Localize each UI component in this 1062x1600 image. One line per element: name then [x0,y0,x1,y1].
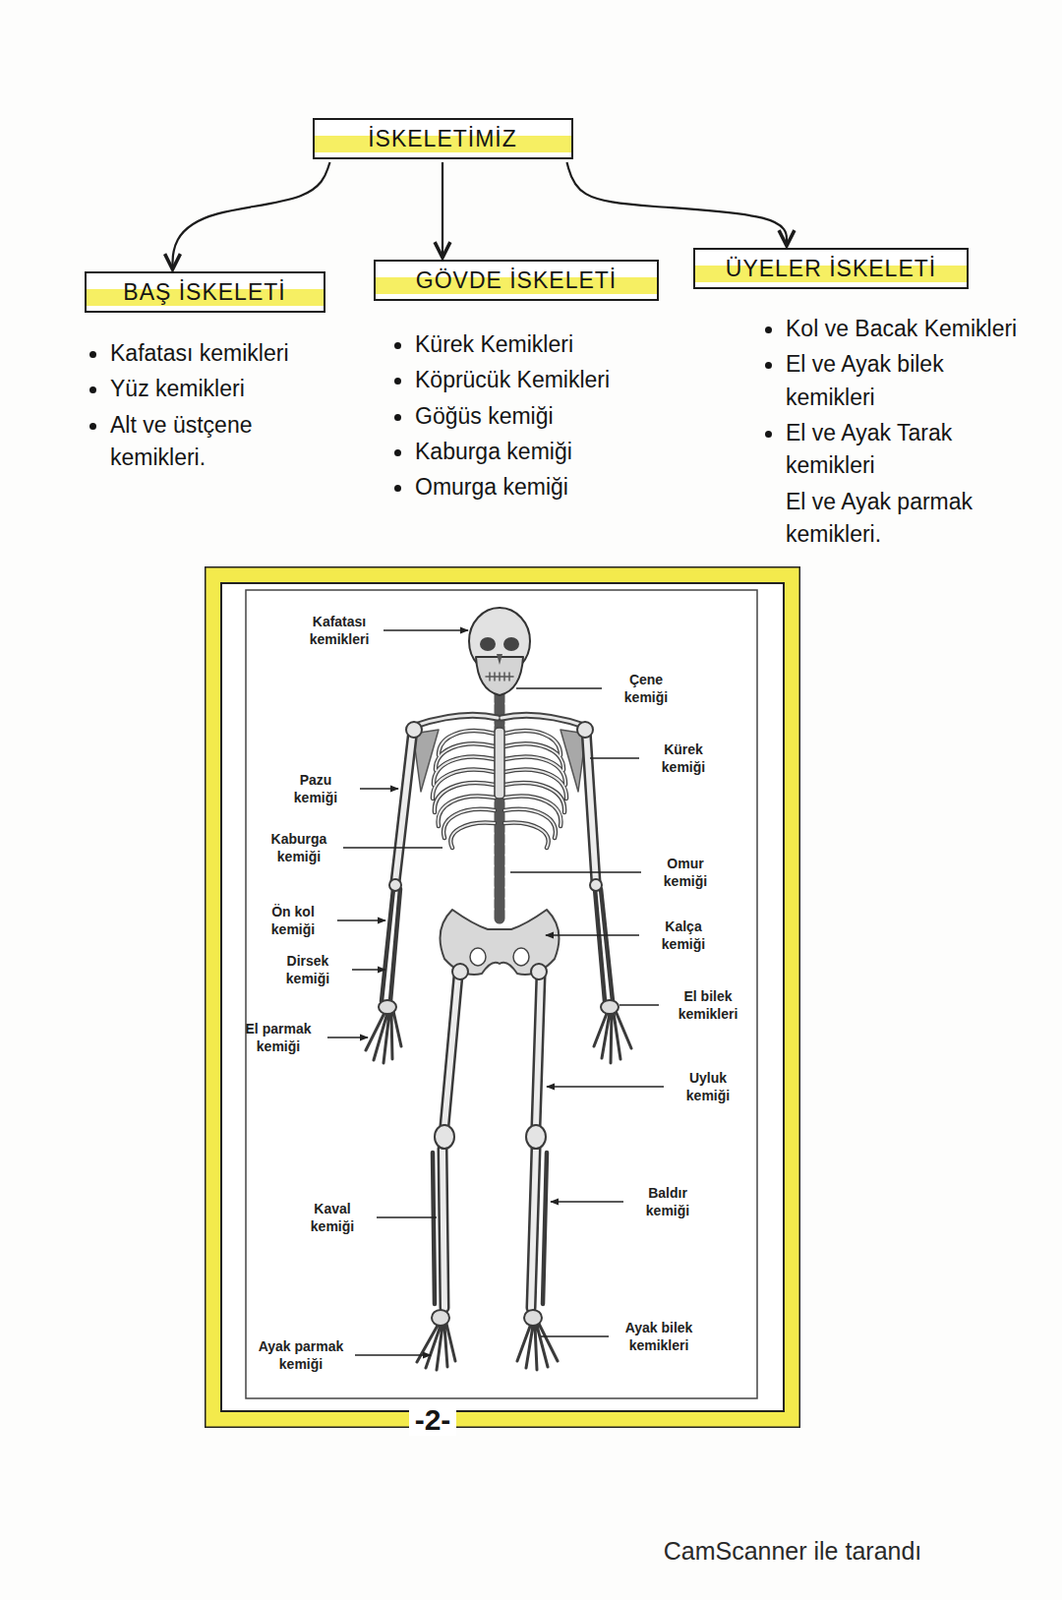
category-box: GÖVDE İSKELETİ [373,259,659,301]
bone-label: El parmak kemiği [234,1019,323,1056]
bone-label: Ayak parmak kemiği [251,1337,351,1373]
clavicle [414,714,585,726]
bone-label: Çene kemiği [606,670,686,707]
leader-lines [327,630,664,1356]
long-bones [395,729,596,1308]
spine [494,694,506,920]
list-item: Yüz kemikleri [86,372,348,406]
clavicle-light [414,714,585,726]
leader-line [545,934,640,936]
watermark: CamScanner ile tarandı [663,1536,923,1566]
bone-label: Dirsek kemiği [268,951,348,988]
leader-line [352,968,386,970]
shoulder [406,721,422,738]
list-item: Omurga kemiği [391,471,677,504]
leader-line [376,1216,437,1218]
category-box: İSKELETİMİZ [312,118,574,160]
sternum [494,727,505,799]
frame-highlight [213,575,792,1419]
bone-label: Kaburga kemiği [259,829,339,866]
bone-label: Ön kol kemiği [253,902,333,939]
list-item: Kafatası kemikleri [86,337,348,370]
box-title: GÖVDE İSKELETİ [391,267,642,295]
skeleton [365,607,632,1370]
nose [496,653,503,665]
bullet-list: Kafatası kemikleriYüz kemikleriAlt ve üs… [86,337,348,474]
list-item: Köprücük Kemikleri [391,363,677,397]
eye-socket [503,637,520,651]
box-title: İSKELETİMİZ [330,125,556,153]
bullet-list: Kürek KemikleriKöprücük KemikleriGöğüs k… [391,328,677,505]
frame-inner [221,583,784,1412]
leader-line [546,1085,664,1087]
connector-arrow [567,162,788,244]
knee [526,1124,546,1149]
wrist [600,1000,619,1014]
category-box: ÜYELER İSKELETİ [693,247,969,290]
elbow [389,879,402,891]
list-item: El ve Ayak parmak kemikleri. [762,485,1030,552]
hand-foot-bones [365,1010,632,1370]
list-item: El ve Ayak Tarak kemikleri [762,416,1030,483]
leader-line [354,1354,431,1356]
bone-label: Kaval kemiği [293,1199,372,1236]
ankle [524,1309,542,1326]
shoulder [577,721,593,738]
picture-border [245,590,758,1399]
leader-line [516,687,602,689]
list-item: Kol ve Bacak Kemikleri [762,312,1030,346]
leader-line [550,1200,624,1202]
bone-label: El bilek kemikleri [663,987,753,1023]
list-item: El ve Ayak bilek kemikleri [762,348,1030,414]
bone-label: Baldır kemiği [628,1183,708,1220]
elbow [590,879,602,891]
category-box: BAŞ İSKELETİ [84,271,326,313]
long-bones-light [395,729,596,1308]
leader-line [359,787,399,789]
pelvis-hole [513,947,530,966]
ankle [431,1309,450,1326]
connector-arrow [441,162,444,256]
leader-line [343,846,443,848]
list-item: Kürek Kemikleri [391,328,677,361]
wrist [378,1000,397,1014]
leader-line [327,1036,368,1038]
connector-arrow [173,162,331,268]
leader-line [619,1003,659,1005]
frame-outer [205,567,800,1427]
bone-label: Kafatası kemikleri [299,612,379,649]
leader-line [510,871,642,873]
list-item: Göğüs kemiği [391,400,677,433]
pelvis-hole [470,947,486,966]
leader-line [383,629,469,631]
bone-label: Kalça kemiği [644,917,723,953]
leader-line [540,1335,609,1337]
box-title: BAŞ İSKELETİ [102,279,308,306]
thin-bones [381,888,613,1304]
bone-label: Pazu kemiği [276,770,355,807]
bone-label: Ayak bilek kemikleri [613,1318,705,1355]
hip-joint [452,963,469,980]
list-item: Alt ve üstçene kemikleri. [86,409,348,475]
bullet-list: Kol ve Bacak KemikleriEl ve Ayak bilek k… [762,312,1030,551]
leader-line [337,919,386,921]
eye-socket [479,637,496,651]
bone-label: Omur kemiği [646,854,725,890]
knee [434,1124,455,1149]
bone-label: Uyluk kemiği [668,1068,748,1105]
box-title: ÜYELER İSKELETİ [710,255,951,283]
leader-line [590,757,640,759]
page-number: -2- [409,1403,458,1436]
hip-joint [531,963,547,980]
teeth [485,672,514,681]
list-item: Kaburga kemiği [391,435,677,469]
bone-label: Kürek kemiği [644,740,723,776]
